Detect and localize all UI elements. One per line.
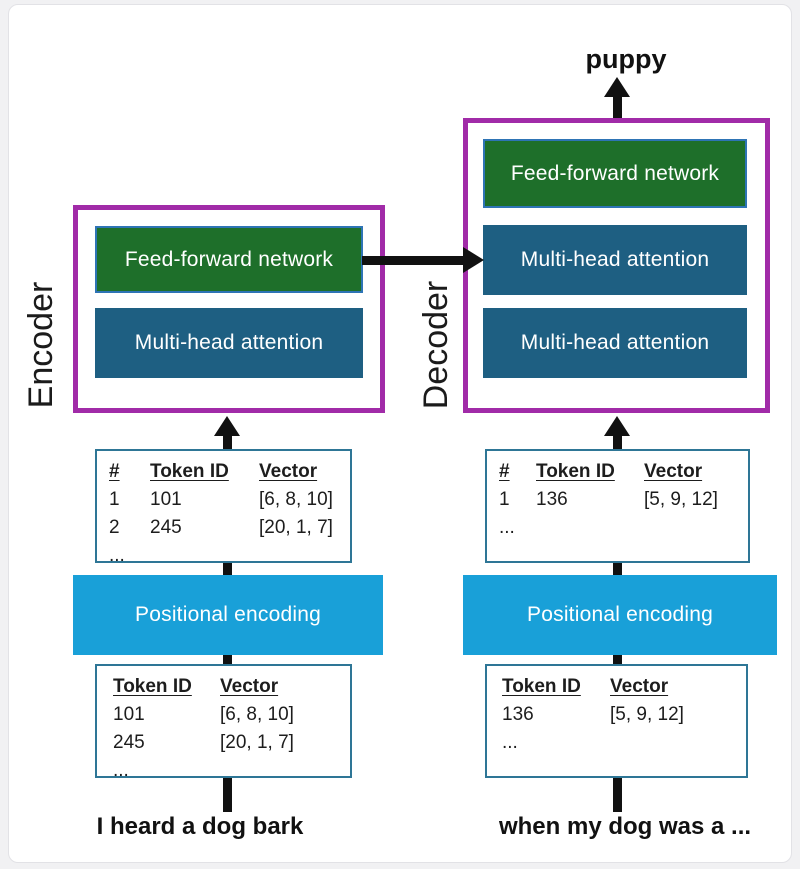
encoder-input-sentence: I heard a dog bark (96, 813, 304, 840)
encoder-input-arrow-stem (223, 432, 232, 449)
cell: 245 (113, 732, 145, 753)
cell: [6, 8, 10] (220, 704, 294, 725)
table-row: ... (109, 542, 346, 570)
decoder-connector-stem (613, 563, 622, 575)
col-header-token-id: Token ID (536, 461, 615, 482)
decoder-input-arrow-head (604, 416, 630, 436)
table-row: 245 [20, 1, 7] (113, 729, 346, 757)
table-header-row: Token ID Vector (113, 673, 346, 701)
decoder-connector-stem (613, 655, 622, 664)
encoder-positional-encoding-label: Positional encoding (135, 603, 321, 626)
cell: 1 (109, 489, 120, 510)
col-header-vector: Vector (220, 676, 279, 697)
cell: ... (113, 760, 129, 781)
table-row: ... (113, 757, 346, 785)
encoder-encoded-token-table: # Token ID Vector 1 101 [6, 8, 10] 2 245… (95, 449, 352, 566)
col-header-index: # (109, 461, 120, 482)
encoder-sentence-stem (223, 778, 232, 812)
output-word-label: puppy (585, 44, 667, 74)
encoder-mha-label: Multi-head attention (134, 331, 324, 354)
cell: 101 (150, 489, 182, 510)
encoder-to-decoder-arrow-stem (362, 256, 465, 265)
decoder-positional-encoding-label: Positional encoding (527, 603, 713, 626)
table-row: 1 101 [6, 8, 10] (109, 486, 346, 514)
cell: ... (109, 545, 125, 566)
cell (536, 514, 644, 542)
col-header-vector: Vector (644, 461, 703, 482)
table-row: 136 [5, 9, 12] (502, 701, 742, 729)
encoder-connector-stem (223, 563, 232, 575)
decoder-multi-head-attention-layer-2: Multi-head attention (483, 308, 747, 378)
table-row: ... (499, 514, 744, 542)
table-row: 101 [6, 8, 10] (113, 701, 346, 729)
cell: [5, 9, 12] (644, 489, 718, 510)
cell: 136 (536, 489, 568, 510)
decoder-input-sentence: when my dog was a ... (498, 813, 752, 840)
encoder-feed-forward-label: Feed-forward network (124, 247, 334, 271)
col-header-vector: Vector (259, 461, 318, 482)
decoder-feed-forward-label: Feed-forward network (510, 161, 720, 185)
encoder-input-arrow-head (214, 416, 240, 436)
encoder-connector-stem (223, 655, 232, 664)
decoder-multi-head-attention-layer-1: Multi-head attention (483, 225, 747, 295)
col-header-token-id: Token ID (502, 676, 581, 697)
decoder-output-arrow-head (604, 77, 630, 97)
table-row: ... (502, 729, 742, 757)
encoder-to-decoder-arrow-head (463, 247, 484, 273)
encoder-side-label: Encoder (22, 281, 60, 409)
col-header-vector: Vector (610, 676, 669, 697)
col-header-index: # (499, 461, 510, 482)
decoder-input-arrow-stem (613, 432, 622, 449)
col-header-token-id: Token ID (150, 461, 229, 482)
cell: ... (502, 732, 518, 753)
cell (150, 542, 259, 570)
table-row: 1 136 [5, 9, 12] (499, 486, 744, 514)
decoder-encoded-token-table: # Token ID Vector 1 136 [5, 9, 12] ... (485, 449, 750, 563)
cell: 2 (109, 517, 120, 538)
decoder-sentence-stem (613, 778, 622, 812)
table-header-row: # Token ID Vector (499, 458, 744, 486)
decoder-mha2-label: Multi-head attention (520, 331, 710, 354)
decoder-side-label: Decoder (417, 280, 455, 410)
encoder-token-table: Token ID Vector 101 [6, 8, 10] 245 [20, … (95, 664, 352, 781)
cell: 245 (150, 517, 182, 538)
col-header-token-id: Token ID (113, 676, 192, 697)
encoder-multi-head-attention-layer: Multi-head attention (95, 308, 363, 378)
decoder-token-table: Token ID Vector 136 [5, 9, 12] ... (485, 664, 748, 778)
cell: ... (499, 517, 515, 538)
decoder-mha1-label: Multi-head attention (520, 248, 710, 271)
table-row: 2 245 [20, 1, 7] (109, 514, 346, 542)
cell: 136 (502, 704, 534, 725)
cell: 1 (499, 489, 510, 510)
decoder-positional-encoding-box: Positional encoding (463, 575, 777, 655)
cell: [5, 9, 12] (610, 704, 684, 725)
cell: 101 (113, 704, 145, 725)
decoder-feed-forward-layer: Feed-forward network (483, 139, 747, 208)
encoder-positional-encoding-box: Positional encoding (73, 575, 383, 655)
table-header-row: # Token ID Vector (109, 458, 346, 486)
encoder-feed-forward-layer: Feed-forward network (95, 226, 363, 293)
table-header-row: Token ID Vector (502, 673, 742, 701)
cell: [20, 1, 7] (220, 732, 294, 753)
cell: [6, 8, 10] (259, 489, 333, 510)
decoder-output-arrow-stem (613, 94, 622, 120)
cell: [20, 1, 7] (259, 517, 333, 538)
